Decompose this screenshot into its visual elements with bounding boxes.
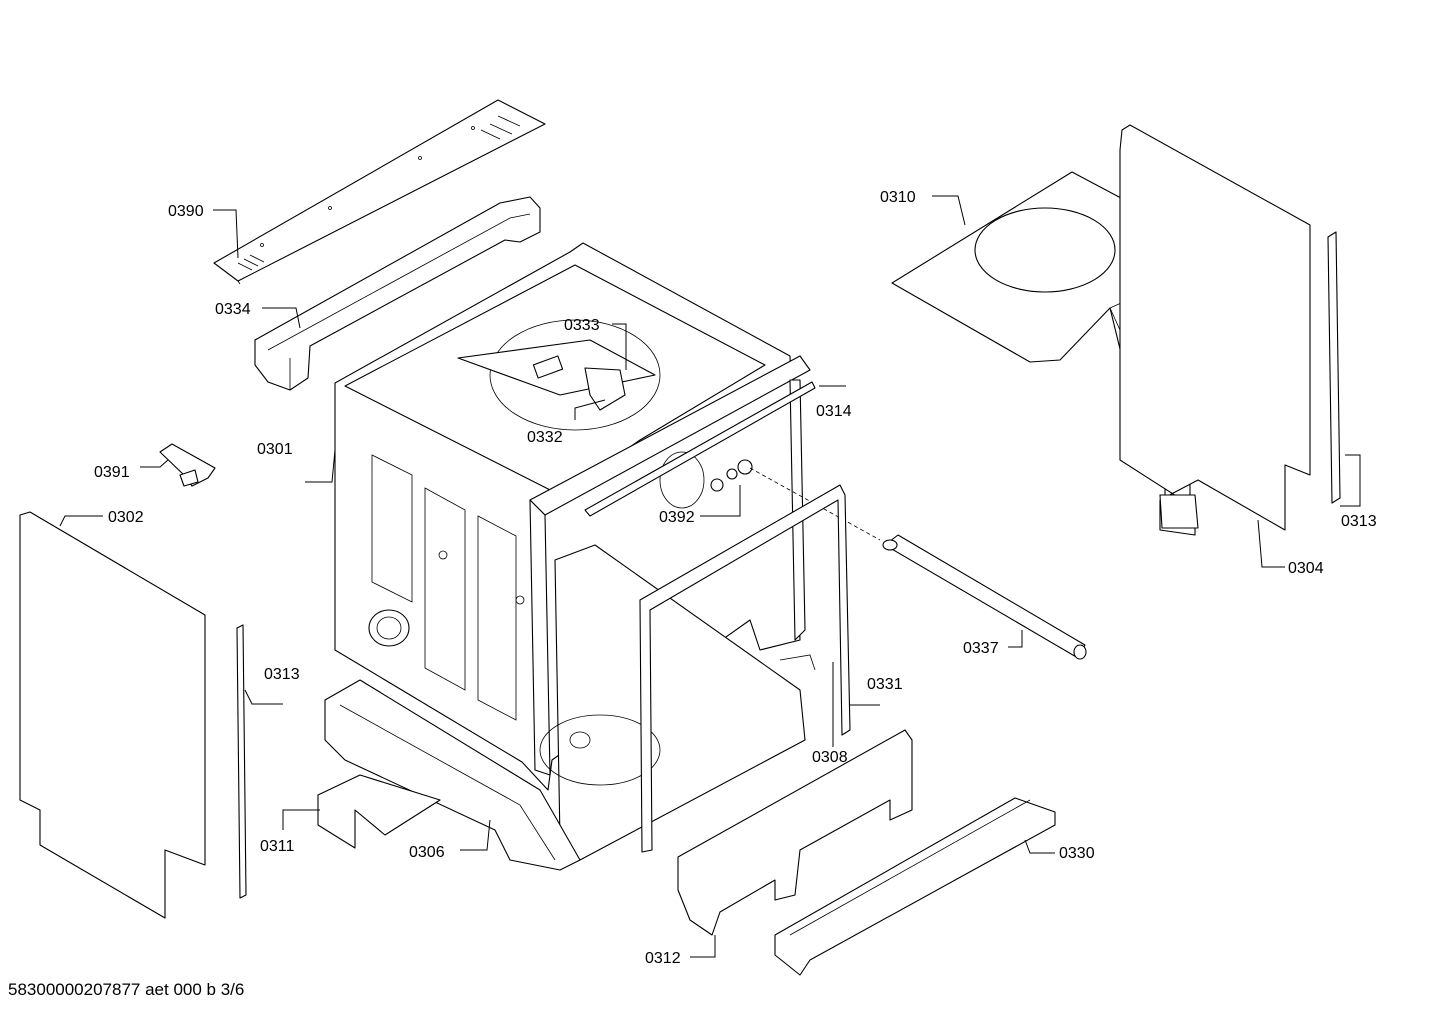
part-0334-foam-bar xyxy=(254,196,541,391)
part-0331-door-seal xyxy=(639,484,851,853)
part-0392-screws xyxy=(710,459,881,541)
label-0310: 0310 xyxy=(880,189,916,206)
label-0302: 0302 xyxy=(108,509,144,526)
part-0314-seal xyxy=(584,381,816,517)
part-0306-base-frame xyxy=(324,679,581,871)
part-0313-left-strip xyxy=(236,624,247,899)
part-0301-tub-body xyxy=(334,242,811,861)
part-0304-rear-panel xyxy=(1119,124,1311,536)
label-0337: 0337 xyxy=(963,640,999,657)
label-0313-right: 0313 xyxy=(1341,513,1377,530)
label-0311: 0311 xyxy=(260,838,295,855)
label-0390: 0390 xyxy=(168,203,204,220)
part-0330-kick-plate xyxy=(774,797,1056,976)
part-0302-side-panel xyxy=(19,511,206,919)
part-0311-base-foam xyxy=(317,774,441,849)
label-0334: 0334 xyxy=(215,301,251,318)
part-0312-front-foam xyxy=(677,729,913,936)
part-0337-rod xyxy=(882,534,1087,660)
label-0313-left: 0313 xyxy=(264,666,300,683)
label-0330: 0330 xyxy=(1059,845,1095,862)
label-0308: 0308 xyxy=(812,749,848,766)
document-footer-id: 58300000207877 aet 000 b 3/6 xyxy=(8,980,245,999)
part-0390-top-plate xyxy=(213,99,546,285)
label-0392: 0392 xyxy=(659,509,695,526)
part-0391-bracket xyxy=(159,443,216,487)
label-0301: 0301 xyxy=(257,441,293,458)
label-0306: 0306 xyxy=(409,844,445,861)
part-labels: 0390 0334 0333 0332 0391 0301 0302 0313 … xyxy=(94,189,1377,967)
label-0391: 0391 xyxy=(94,464,130,481)
label-0312: 0312 xyxy=(645,950,681,967)
part-0308-rail xyxy=(779,654,816,671)
label-0304: 0304 xyxy=(1288,560,1324,577)
label-0332: 0332 xyxy=(527,429,563,446)
label-0314: 0314 xyxy=(816,403,852,420)
part-0313-right-strip xyxy=(1327,231,1341,504)
leader-lines xyxy=(59,195,1361,958)
label-0331: 0331 xyxy=(867,676,903,693)
label-0333: 0333 xyxy=(564,317,600,334)
